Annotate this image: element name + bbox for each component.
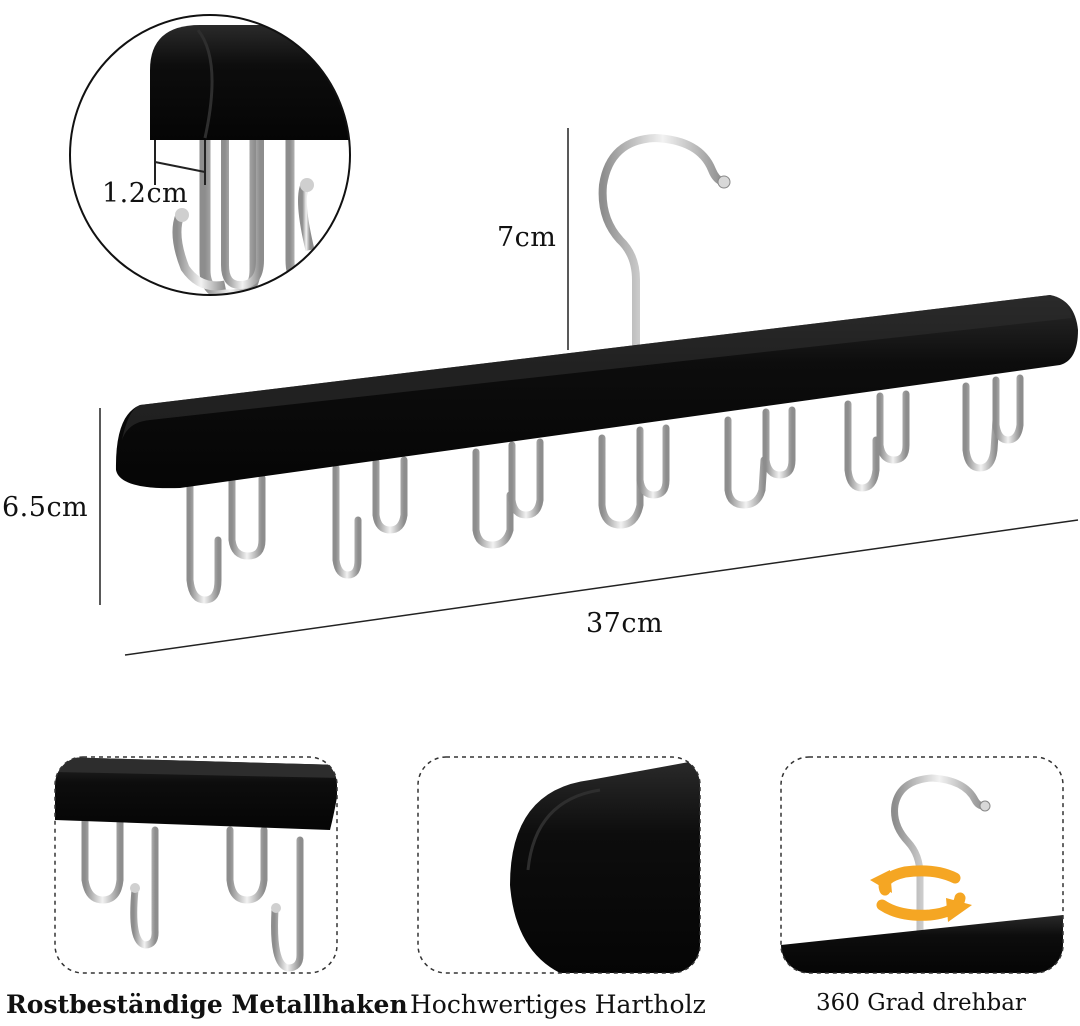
bar-length-label: 37cm — [586, 608, 664, 639]
detail-hook-metal — [221, 130, 264, 290]
hanger-hooks — [186, 374, 1024, 604]
hanger-main — [115, 133, 1078, 604]
feature-box-metal-hooks — [54, 756, 338, 974]
hook-height-label: 7cm — [497, 222, 557, 253]
feature-caption-rotatable: 360 Grad drehbar — [816, 990, 1026, 1016]
thickness-label: 1.2cm — [102, 178, 189, 209]
feature-box-rotatable — [780, 756, 1064, 974]
thickness-detail-circle — [69, 14, 351, 296]
dimension-lines — [99, 128, 1079, 656]
feature-caption-metal-hooks: Rostbeständige Metallhaken — [6, 990, 408, 1019]
detail-hook-metal — [172, 213, 226, 291]
top-hook — [598, 133, 727, 349]
feature-box-hardwood — [417, 756, 701, 974]
feature-caption-hardwood: Hochwertiges Hartholz — [410, 990, 706, 1019]
bar-height-label: 6.5cm — [2, 492, 89, 523]
